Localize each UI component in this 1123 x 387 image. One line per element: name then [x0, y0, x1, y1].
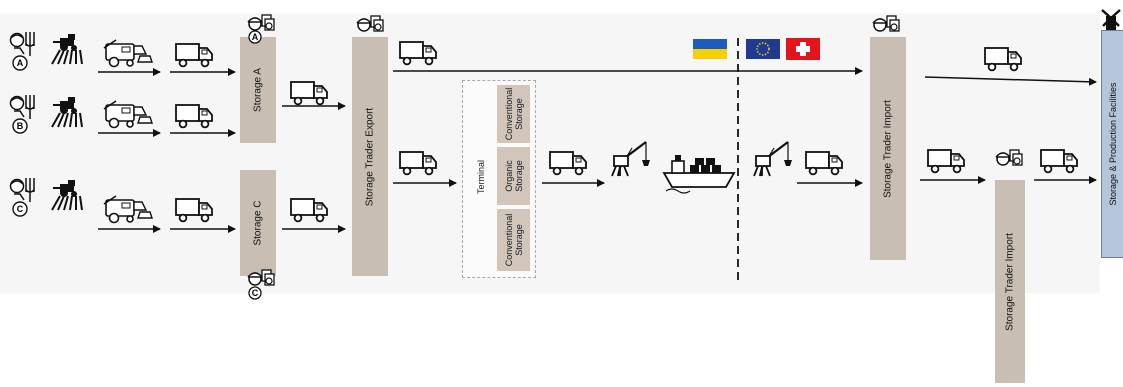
truck-icon [399, 41, 437, 66]
farm-c-badge [12, 201, 28, 217]
combine-harvester-icon [103, 100, 153, 129]
flow-arrow [924, 76, 1097, 86]
truck-icon [175, 104, 213, 129]
combine-harvester-icon [103, 195, 153, 224]
eu-flag [746, 39, 780, 59]
truck-icon [549, 151, 587, 176]
truck-icon [927, 149, 965, 174]
storage-a-badge [248, 30, 262, 44]
farm-a-badge [12, 55, 28, 71]
farm-c: C [9, 177, 83, 217]
trader-export-icon [356, 15, 384, 32]
trader-icon [247, 269, 275, 286]
truck-icon [175, 43, 213, 68]
storage-a-box: Storage A [240, 37, 276, 143]
farm-b: B [9, 94, 83, 134]
farmer-icon [9, 177, 35, 203]
farmer-icon [9, 94, 35, 120]
tractor-icon [51, 33, 83, 65]
windmill-icon [1101, 9, 1121, 30]
farmer-icon [9, 31, 35, 57]
trader-import-secondary-icon [995, 149, 1023, 166]
storage-a-letter: A [252, 32, 259, 42]
farm-c-letter: C [17, 204, 24, 214]
trader-import-icon [872, 15, 900, 32]
ship-icon [663, 154, 735, 194]
tractor-icon [51, 179, 83, 211]
truck-icon [175, 198, 213, 223]
truck-icon [805, 151, 843, 176]
truck-icon [984, 47, 1022, 72]
tractor-icon [51, 96, 83, 128]
switzerland-flag [786, 38, 820, 60]
truck-icon [1040, 149, 1078, 174]
storage-c-box: Storage C [240, 170, 276, 276]
storage-c-badge [248, 286, 262, 300]
storage-c-letter: C [252, 288, 259, 298]
ukraine-flag [693, 39, 727, 59]
farm-a-letter: A [17, 58, 24, 68]
truck-icon [290, 198, 328, 223]
combine-harvester-icon [103, 39, 153, 68]
storage-trader-import-main-box: Storage Trader Import [870, 37, 906, 260]
truck-icon [290, 81, 328, 106]
farm-b-badge [12, 118, 28, 134]
storage-trader-import-secondary-box: Storage Trader Import [995, 180, 1025, 383]
crane-icon [752, 140, 794, 178]
truck-icon [399, 151, 437, 176]
storage-production-facilities-box: Storage & Production Facilities [1101, 30, 1123, 258]
farm-b-letter: B [17, 121, 24, 131]
farm-a: A [9, 31, 83, 71]
storage-trader-export-box: Storage Trader Export [352, 37, 388, 276]
trader-icon [247, 14, 275, 31]
crane-icon [610, 140, 652, 178]
